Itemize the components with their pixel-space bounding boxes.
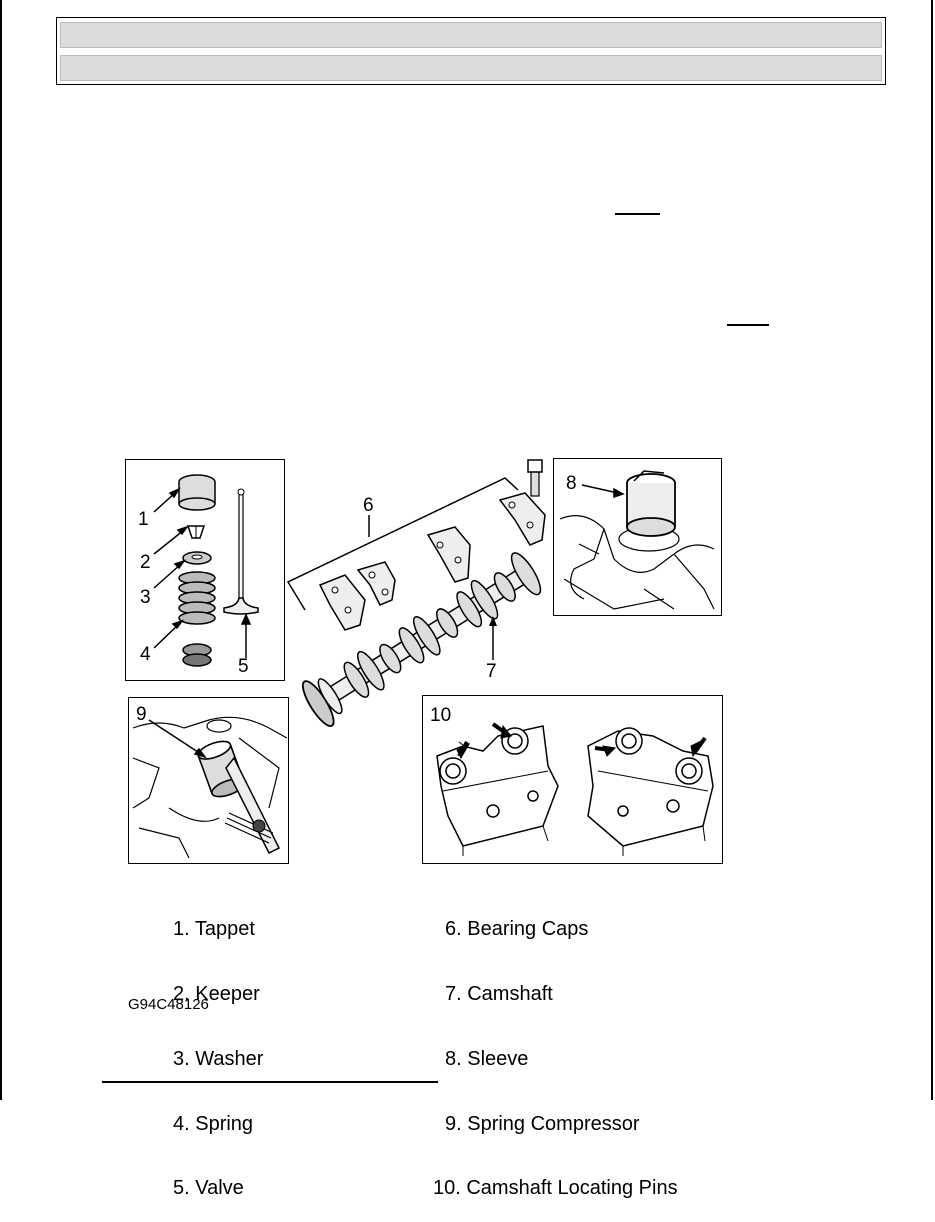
callout-9: 9 — [136, 704, 147, 725]
link-underline[interactable] — [615, 213, 660, 215]
legend-item: 2. Keeper — [173, 982, 260, 1005]
sleeve-illustration — [559, 470, 715, 610]
legend-item: 4. Spring — [173, 1112, 254, 1135]
header-title-bar — [60, 22, 882, 48]
legend-item: 9. Spring Compressor — [445, 1112, 640, 1135]
callout-4: 4 — [140, 644, 151, 665]
spring-compressor-illustration — [132, 716, 288, 859]
legend-item: 1. Tappet — [173, 918, 255, 941]
legend-left: 1. Tappet 2. Keeper 3. Washer 4. Spring … — [173, 876, 263, 1222]
callout-2: 2 — [140, 552, 151, 573]
legend-right: 6. Bearing Caps 7. Camshaft 8. Sleeve 9.… — [433, 876, 678, 1222]
camshaft-assembly-illustration — [286, 459, 546, 727]
legend-item: 8. Sleeve — [445, 1047, 529, 1070]
callout-10: 10 — [430, 705, 452, 726]
page-header — [56, 17, 886, 85]
spring-compressor-panel — [128, 697, 289, 864]
legend-item: 10. Camshaft Locating Pins — [433, 1177, 678, 1200]
callout-1: 1 — [138, 509, 149, 530]
camshaft-locating-pins-panel — [422, 695, 723, 864]
legend-item: 3. Washer — [173, 1047, 264, 1070]
figure-code: G94C48126 — [128, 996, 209, 1013]
link-underline[interactable] — [727, 324, 769, 326]
callout-3: 3 — [140, 587, 151, 608]
callout-7: 7 — [486, 661, 497, 682]
valve-components-illustration — [153, 474, 259, 667]
page-frame — [0, 0, 933, 1100]
callout-6: 6 — [363, 495, 374, 516]
legend-item: 7. Camshaft — [445, 982, 553, 1005]
footnote-divider — [102, 1081, 438, 1083]
legend-item: 6. Bearing Caps — [445, 918, 589, 941]
callout-8: 8 — [566, 473, 577, 494]
callout-5: 5 — [238, 656, 249, 677]
legend-item: 5. Valve — [173, 1177, 244, 1200]
header-subtitle-bar — [60, 55, 882, 81]
valve-components-panel — [125, 459, 285, 681]
camshaft-locating-pins-illustration — [436, 722, 714, 856]
sleeve-panel — [553, 458, 722, 616]
